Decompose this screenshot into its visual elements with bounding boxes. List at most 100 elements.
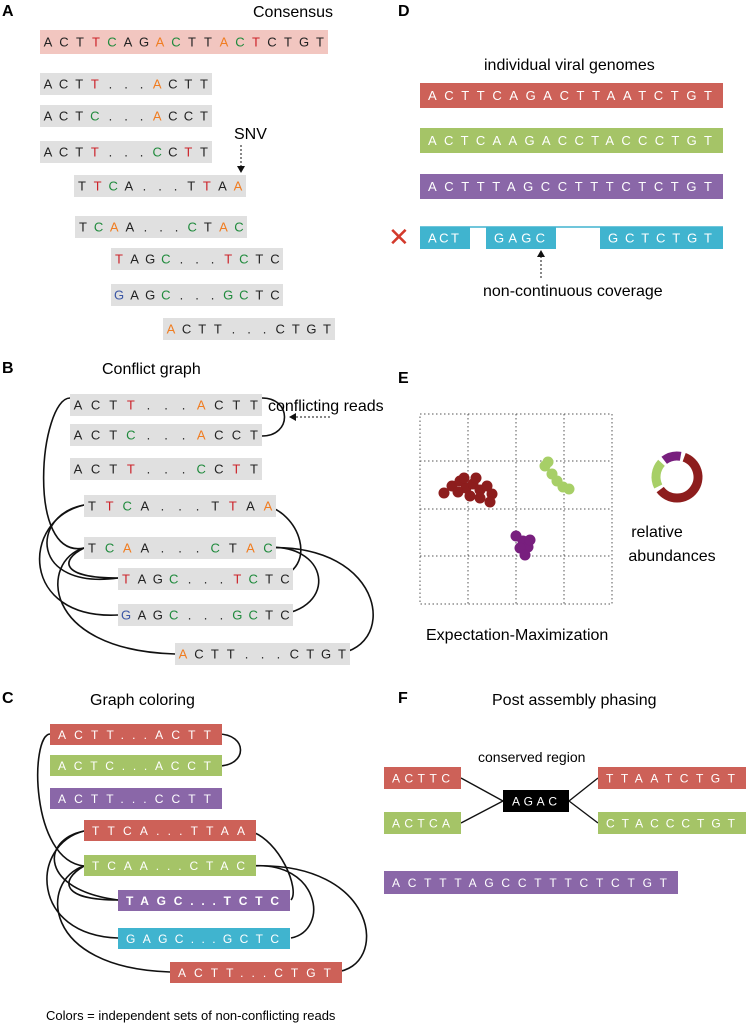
base-letter: C xyxy=(235,35,244,50)
base-letter: G xyxy=(153,572,163,587)
base-letter: A xyxy=(123,541,132,556)
cluster-point xyxy=(464,490,476,502)
colored-read-row: ACTT...ACTT xyxy=(50,724,222,745)
base-letter: . xyxy=(178,499,182,514)
abundance-slice-green xyxy=(651,459,666,489)
genome-fragment-box xyxy=(600,227,723,249)
haplotype-left: ACTTC xyxy=(384,767,461,789)
base-letter: C xyxy=(280,572,289,587)
base-letter: T xyxy=(184,145,192,160)
base-letter: G xyxy=(223,288,233,303)
base-letter: C xyxy=(214,428,223,443)
base-letter: . xyxy=(174,179,178,194)
base-letter: C xyxy=(168,77,177,92)
base-letter: T xyxy=(184,77,192,92)
haplotype-left: ACTCA xyxy=(384,812,461,834)
conserved-block: AGAC xyxy=(503,790,569,812)
coloring-edges xyxy=(36,733,368,973)
coverage-caption: non-continuous coverage xyxy=(483,283,663,300)
base-letter: C xyxy=(182,322,191,337)
base-letter: A xyxy=(156,35,165,50)
base-letter: T xyxy=(227,647,235,662)
base-letter: C xyxy=(276,322,285,337)
base-letter: . xyxy=(164,462,168,477)
base-letter: A xyxy=(124,179,133,194)
base-letter: . xyxy=(263,322,267,337)
base-letter: T xyxy=(250,462,258,477)
base-letter: C xyxy=(197,462,206,477)
colored-read-row: TAGC...TCTC xyxy=(118,890,290,911)
conflicting-reads-arrow xyxy=(289,413,330,421)
base-letter: T xyxy=(75,77,83,92)
genome-fragment: GAGC xyxy=(486,227,556,249)
viral-genomes: ACTTCAGACTTAATCTGTACTCAAGACCTACCCTGTACTT… xyxy=(420,83,723,199)
conflict-read-row-box xyxy=(118,604,293,626)
colored-read-row-box xyxy=(84,855,256,876)
base-letter: C xyxy=(267,35,276,50)
conserved-region-label: conserved region xyxy=(478,749,585,765)
base-letter: T xyxy=(224,252,232,267)
read-row-box xyxy=(40,141,212,163)
base-letter: T xyxy=(316,35,324,50)
snv-label: SNV xyxy=(234,126,267,143)
panel-d-letter: D xyxy=(398,3,410,20)
cross-mark-icon: ✕ xyxy=(388,222,410,252)
base-letter: . xyxy=(204,608,208,623)
base-letter: T xyxy=(255,288,263,303)
base-letter: . xyxy=(188,572,192,587)
read-row-box xyxy=(40,105,212,127)
haplotype-right-box xyxy=(598,812,746,834)
genome-fragment-text: ACT xyxy=(428,231,462,246)
em-caption: Expectation-Maximization xyxy=(426,627,608,644)
base-letter: . xyxy=(195,252,199,267)
viral-genome-row-text: ACTTTAGCCTTTCTCTGT xyxy=(428,179,715,194)
colored-read-row-box xyxy=(84,820,256,841)
base-letter: C xyxy=(249,572,258,587)
base-letter: T xyxy=(76,35,84,50)
base-letter: T xyxy=(109,462,117,477)
colored-read-row-text: ACTT...CTGT xyxy=(178,966,334,980)
haplotype-left-box xyxy=(384,767,461,789)
base-letter: A xyxy=(74,398,83,413)
colored-read-row-text: ACTT...CCTT xyxy=(58,792,214,806)
base-letter: A xyxy=(179,647,188,662)
base-letter: . xyxy=(109,77,113,92)
base-letter: C xyxy=(169,608,178,623)
base-letter: G xyxy=(114,288,124,303)
base-letter: A xyxy=(74,462,83,477)
cluster-point xyxy=(542,456,554,468)
base-letter: C xyxy=(59,145,68,160)
full-haplotype: ACTTTAGCCTTTCTCTGT xyxy=(384,871,678,894)
abundance-slice-purple xyxy=(661,451,682,465)
panel-d-title: individual viral genomes xyxy=(484,57,655,74)
base-letter: A xyxy=(246,541,255,556)
read-row-box xyxy=(111,284,283,306)
base-letter: A xyxy=(197,428,206,443)
base-letter: G xyxy=(299,35,309,50)
panel-a-letter: A xyxy=(2,3,14,20)
base-letter: A xyxy=(130,288,139,303)
base-letter: A xyxy=(44,77,53,92)
base-letter: A xyxy=(124,35,133,50)
colored-read-row-box xyxy=(50,788,222,809)
panel-b-letter: B xyxy=(2,360,14,377)
base-letter: C xyxy=(161,288,170,303)
base-letter: T xyxy=(109,398,117,413)
colored-read-row: TCAA...CTAC xyxy=(84,855,256,876)
base-letter: A xyxy=(130,252,139,267)
viral-genome-row: ACTTTAGCCTTTCTCTGT xyxy=(420,174,723,199)
base-letter: . xyxy=(175,220,179,235)
base-letter: A xyxy=(44,109,53,124)
base-letter: C xyxy=(90,109,99,124)
base-letter: T xyxy=(229,499,237,514)
base-letter: . xyxy=(196,499,200,514)
cluster-point xyxy=(481,480,493,492)
